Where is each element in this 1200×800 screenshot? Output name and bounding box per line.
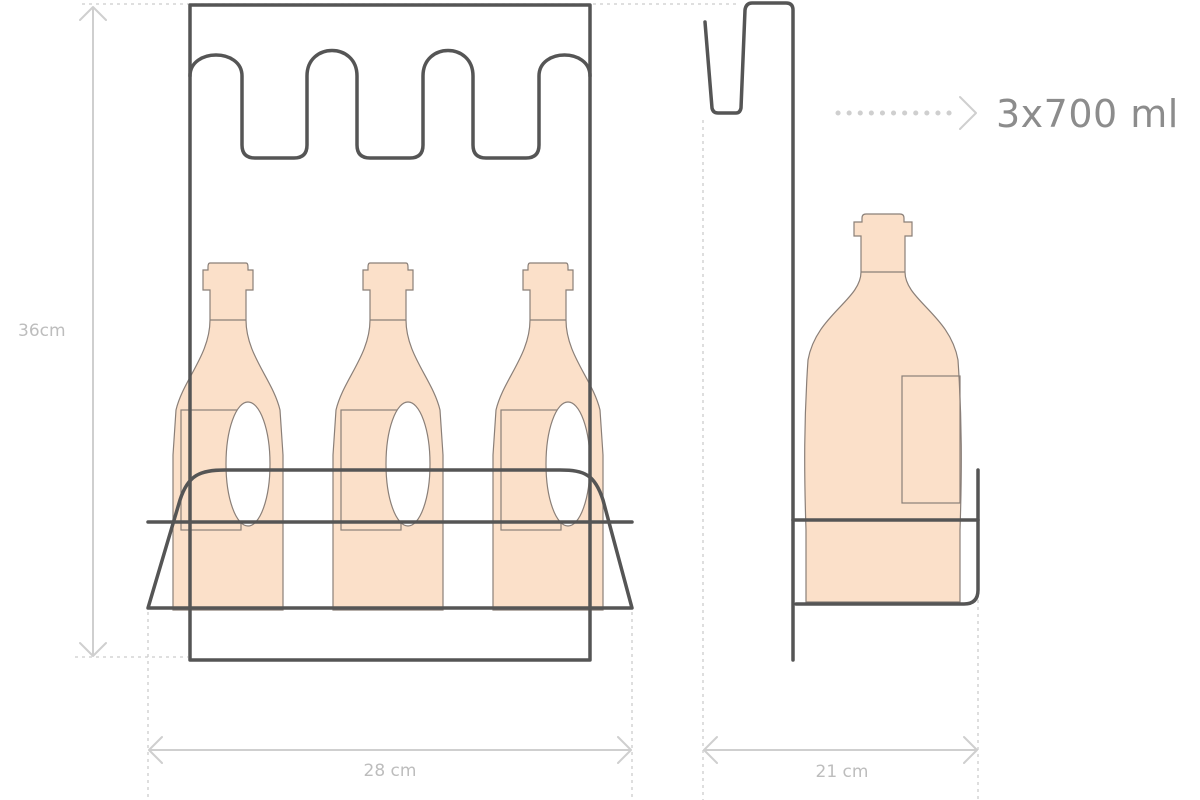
side-view-bottle bbox=[804, 213, 962, 603]
width-arrow-icon bbox=[148, 736, 632, 764]
side-view-rack bbox=[703, 1, 980, 662]
depth-label: 21 cm bbox=[816, 762, 869, 782]
height-arrow-icon bbox=[79, 6, 107, 657]
basket-front bbox=[146, 468, 634, 610]
side-hook bbox=[703, 1, 795, 662]
hook-wave bbox=[188, 48, 592, 160]
bottle-3 bbox=[492, 262, 604, 611]
front-view-rack bbox=[146, 3, 634, 662]
depth-arrow-icon bbox=[703, 736, 978, 764]
depth-dimension: 21 cm bbox=[703, 736, 978, 782]
width-dimension: 28 cm bbox=[148, 736, 632, 781]
rack-frame bbox=[188, 3, 592, 662]
height-dimension: 36cm bbox=[18, 6, 107, 657]
height-label: 36cm bbox=[18, 321, 66, 341]
bottle-2 bbox=[332, 262, 444, 611]
width-label: 28 cm bbox=[364, 761, 417, 781]
capacity-arrow-head-icon bbox=[959, 96, 977, 130]
side-basket bbox=[794, 468, 980, 606]
capacity-label: 3x700 ml bbox=[996, 92, 1179, 136]
front-view-bottles bbox=[172, 262, 604, 611]
capacity-callout: 3x700 ml bbox=[835, 92, 1179, 136]
